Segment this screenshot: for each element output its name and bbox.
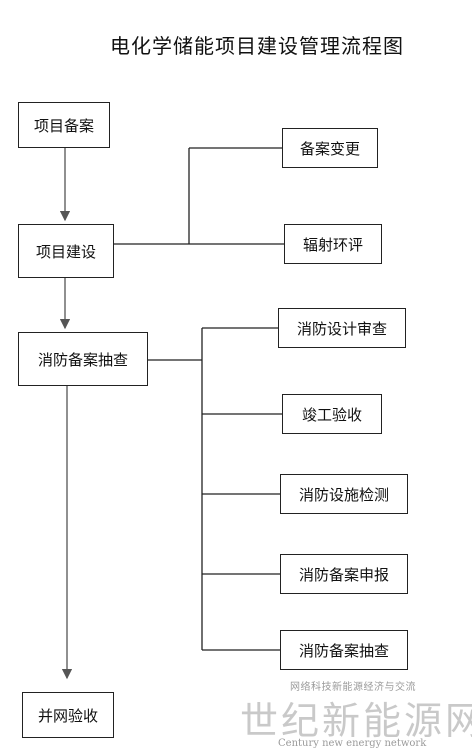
node-construction: 项目建设 xyxy=(18,224,114,278)
node-fire-facility-test: 消防设施检测 xyxy=(280,474,408,514)
node-env-review: 辐射环评 xyxy=(284,224,382,264)
node-fire-design-review: 消防设计审查 xyxy=(278,308,406,348)
node-grid: 并网验收 xyxy=(22,692,114,738)
node-filing: 项目备案 xyxy=(18,102,110,148)
watermark-slogan: 网络科技新能源经济与交流 xyxy=(290,682,416,693)
node-fire-filing-report: 消防备案申报 xyxy=(280,554,408,594)
watermark: 网络科技新能源经济与交流 世纪新能源网 Century new energy n… xyxy=(238,676,472,752)
node-fire-filing-check: 消防备案抽查 xyxy=(280,630,408,670)
watermark-brand: 世纪新能源网 xyxy=(240,699,472,743)
watermark-english: Century new energy network xyxy=(278,738,427,749)
node-filing-change: 备案变更 xyxy=(282,128,378,168)
page-title: 电化学储能项目建设管理流程图 xyxy=(110,34,404,58)
node-fire-check: 消防备案抽查 xyxy=(18,332,148,386)
node-completion: 竣工验收 xyxy=(282,394,382,434)
